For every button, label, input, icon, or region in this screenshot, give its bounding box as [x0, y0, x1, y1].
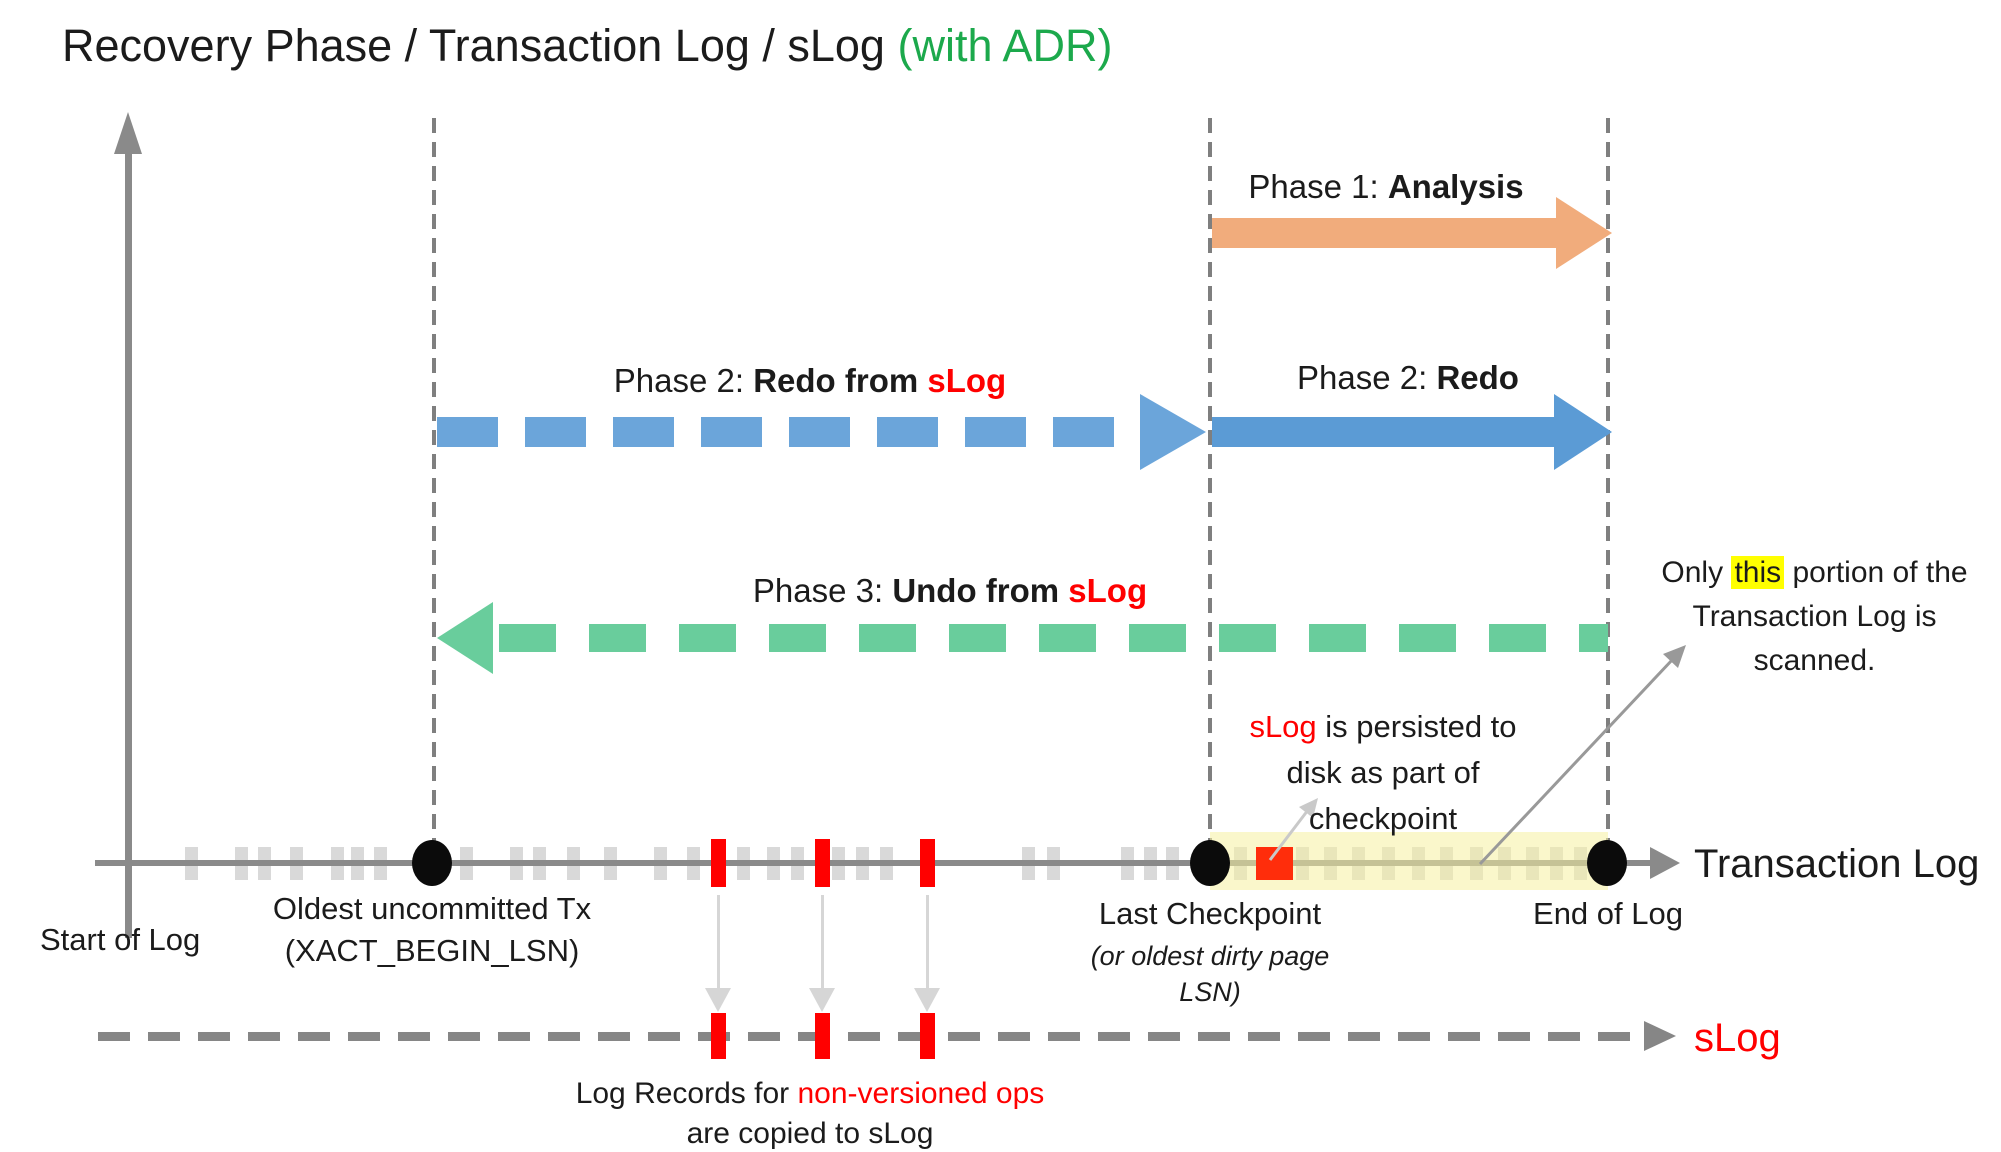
phase3-prefix: Phase 3:: [752, 572, 893, 609]
transaction-log-label: Transaction Log: [1694, 842, 1980, 886]
copy-down-arrow-head-icon: [914, 988, 940, 1012]
log-position-dot: [1190, 840, 1230, 886]
copy-down-arrow: [926, 895, 929, 990]
last-checkpoint-sub-line2: LSN): [1179, 977, 1241, 1007]
transaction-log-axis-arrow-icon: [1650, 847, 1680, 879]
phase2-slog-target: sLog: [927, 362, 1007, 399]
non-versioned-op-tick: [711, 839, 726, 887]
phase1-arrow-head-icon: [1556, 197, 1612, 269]
persist-note-rest: is persisted to: [1316, 709, 1517, 744]
phase2-label: Phase 2: Redo: [1208, 359, 1608, 397]
last-checkpoint-sub-line1: (or oldest dirty page: [1090, 941, 1330, 971]
phase1-label: Phase 1: Analysis: [1186, 168, 1586, 206]
non-versioned-op-tick: [815, 839, 830, 887]
phase2-slog-action: Redo from: [753, 362, 928, 399]
slog-persisted-note: sLog is persisted to disk as part of che…: [1238, 704, 1528, 842]
copy-down-arrow-head-icon: [705, 988, 731, 1012]
phase2-redo-from-slog-arrow: [437, 417, 1141, 447]
copy-to-slog-note: Log Records for non-versioned ops are co…: [560, 1074, 1060, 1152]
oldest-uncommitted-line2: (XACT_BEGIN_LSN): [284, 933, 580, 968]
phase2-slog-label: Phase 2: Redo from sLog: [560, 362, 1060, 400]
scanned-note-highlight: this: [1731, 556, 1785, 589]
copy-down-arrow-head-icon: [809, 988, 835, 1012]
vertical-axis: [125, 152, 132, 938]
oldest-uncommitted-line1: Oldest uncommitted Tx: [272, 891, 592, 926]
copy-note-line1: Log Records for non-versioned ops: [560, 1074, 1060, 1114]
phase2-redo-from-slog-arrow-head-icon: [1140, 394, 1206, 470]
phase3-target: sLog: [1068, 572, 1148, 609]
phase1-name: Analysis: [1387, 168, 1524, 205]
copy-down-arrow: [717, 895, 720, 990]
slog-persisted-marker: [1256, 847, 1293, 880]
phase2-redo-arrow-head-icon: [1554, 394, 1612, 470]
phase1-analysis-arrow: [1212, 218, 1558, 248]
phase2-slog-prefix: Phase 2:: [613, 362, 754, 399]
phase3-label: Phase 3: Undo from sLog: [700, 572, 1200, 610]
last-checkpoint-label: Last Checkpoint: [1098, 896, 1322, 931]
phase2-prefix: Phase 2:: [1297, 359, 1437, 396]
slog-label: sLog: [1694, 1016, 1781, 1060]
slog-record-tick: [815, 1013, 830, 1059]
dashed-guideline: [432, 118, 436, 855]
transaction-log-axis: [95, 860, 1655, 866]
vertical-axis-arrow-icon: [114, 112, 142, 154]
start-of-log-label: Start of Log: [40, 922, 201, 957]
slog-line: [98, 1032, 1642, 1041]
log-position-dot: [412, 840, 452, 886]
phase3-undo-from-slog-arrow: [499, 624, 1608, 652]
end-of-log-label: End of Log: [1533, 896, 1683, 931]
phase2-redo-arrow: [1212, 417, 1556, 447]
scanned-note-pre: Only: [1661, 556, 1732, 589]
scanned-portion-note: Only this portion of the Transaction Log…: [1628, 551, 2001, 683]
persist-note-slog: sLog: [1249, 709, 1317, 744]
phase2-name: Redo: [1436, 359, 1519, 396]
slog-record-tick: [920, 1013, 935, 1059]
log-position-dot: [1587, 840, 1627, 886]
scanned-note-line2: Transaction Log is scanned.: [1692, 600, 1937, 677]
phase3-action: Undo from: [892, 572, 1069, 609]
persist-note-line3: checkpoint: [1308, 801, 1458, 836]
slog-line-arrow-icon: [1644, 1021, 1676, 1051]
title-main: Recovery Phase / Transaction Log / sLog: [62, 20, 898, 71]
last-checkpoint-sublabel: (or oldest dirty page LSN): [1060, 938, 1360, 1010]
non-versioned-op-tick: [920, 839, 935, 887]
scanned-note-line1: Only this portion of the: [1628, 551, 2001, 595]
title-adr-suffix: (with ADR): [897, 20, 1113, 71]
dashed-guideline: [1606, 118, 1610, 855]
slog-record-tick: [711, 1013, 726, 1059]
phase3-undo-arrow-head-icon: [437, 602, 493, 674]
persist-note-line1: sLog is persisted to: [1238, 704, 1528, 750]
oldest-uncommitted-label: Oldest uncommitted Tx (XACT_BEGIN_LSN): [232, 888, 632, 972]
scanned-note-post: portion of the: [1784, 556, 1968, 589]
persist-note-line2: disk as part of: [1286, 755, 1480, 790]
copy-note-line2: are copied to sLog: [686, 1117, 934, 1150]
copy-down-arrow: [821, 895, 824, 990]
copy-note-black: Log Records for: [575, 1077, 798, 1110]
dashed-guideline: [1208, 118, 1212, 855]
copy-note-red: non-versioned ops: [797, 1077, 1045, 1110]
page-title: Recovery Phase / Transaction Log / sLog …: [62, 20, 1113, 72]
phase1-prefix: Phase 1:: [1248, 168, 1388, 205]
